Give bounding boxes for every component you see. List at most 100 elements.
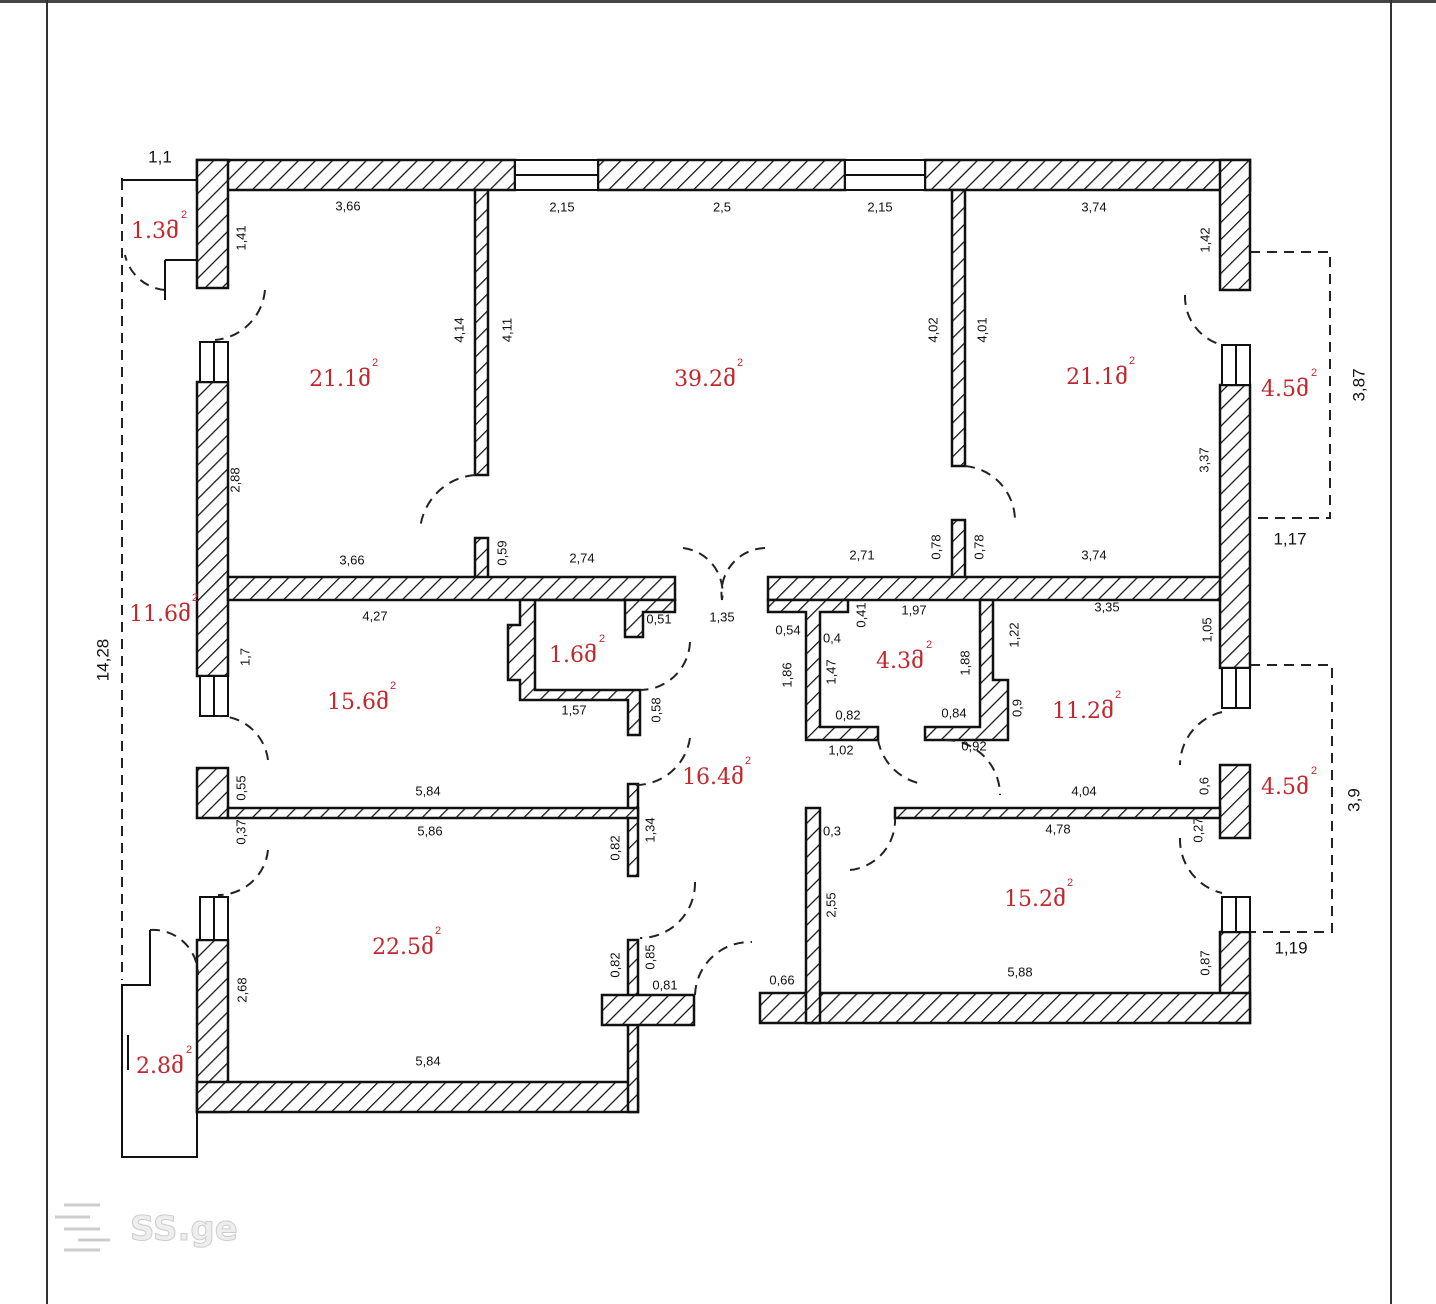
dimension-label: 5,84: [415, 783, 440, 798]
dimension-label: 0,58: [648, 697, 663, 722]
dimension-label: 2,74: [569, 550, 594, 565]
dimension-label: 2,55: [823, 892, 838, 917]
dimension-label: 3,66: [335, 198, 360, 213]
dimension-label: 2,15: [549, 199, 574, 214]
dimension-label: 4,11: [499, 318, 514, 342]
room-area-label: 16.4მ: [682, 765, 744, 790]
room-area-label: 4.5მ: [1261, 377, 1309, 402]
room-area-label: 2.8მ: [136, 1054, 184, 1079]
dimension-label: 1,41: [233, 225, 248, 250]
dimension-label: 2,71: [849, 547, 874, 562]
dimension-label: 1,35: [709, 609, 734, 624]
room-area-label: 39.2მ: [674, 367, 736, 392]
dimension-label: 0,78: [971, 534, 986, 559]
door-swings: [124, 254, 1223, 996]
dimension-label: 4,01: [974, 317, 989, 342]
room-area-label: 4.3მ: [876, 649, 924, 674]
dimension-label: 1,42: [1197, 227, 1212, 252]
dimension-label: 1,02: [828, 742, 853, 757]
room-area-label: 11.2მ: [1052, 699, 1114, 724]
area-unit-superscript: 2: [745, 755, 751, 767]
area-unit-superscript: 2: [599, 633, 605, 645]
dimension-label: 0,9: [1009, 699, 1024, 717]
area-unit-superscript: 2: [1311, 765, 1317, 777]
dimension-label: 0,59: [494, 540, 509, 565]
dimension-label: 0,78: [928, 534, 943, 559]
area-unit-superscript: 2: [1129, 355, 1135, 367]
room-area-label: 1.3მ: [131, 219, 179, 244]
dimension-label: 0,41: [853, 602, 868, 627]
dimension-label: 5,86: [417, 823, 442, 838]
dimension-label: 3,66: [339, 552, 364, 567]
dimension-label: 4,02: [925, 317, 940, 342]
dimension-label: 0,82: [835, 707, 860, 722]
room-area-label: 1.6მ: [549, 643, 597, 668]
room-area-label: 21.1მ: [1066, 365, 1128, 390]
dimension-label: 2,5: [713, 199, 731, 214]
dimension-label: 3,37: [1196, 447, 1211, 472]
room-area-label: 11.6მ: [129, 602, 191, 627]
room-area-label: 15.2მ: [1004, 887, 1066, 912]
watermark-text: SS.ge: [130, 1209, 238, 1249]
area-unit-superscript: 2: [372, 357, 378, 369]
dimension-label: 1,97: [901, 602, 926, 617]
overall-dimension-label: 3,87: [1349, 368, 1368, 401]
dimension-label: 2,15: [867, 199, 892, 214]
overall-dimension-label: 1,19: [1274, 938, 1307, 957]
dimension-label: 4,27: [362, 608, 387, 623]
area-unit-superscript: 2: [1067, 877, 1073, 889]
area-unit-superscript: 2: [737, 357, 743, 369]
area-unit-superscript: 2: [1115, 689, 1121, 701]
dimension-label: 0,82: [607, 835, 622, 860]
dimension-label: 0,92: [961, 738, 986, 753]
balcony-outlines: [121, 178, 1333, 1158]
dimension-label: 0,27: [1190, 817, 1205, 842]
dimension-label: 5,84: [415, 1053, 440, 1068]
area-unit-superscript: 2: [192, 592, 198, 604]
dimension-label: 4,14: [451, 317, 466, 342]
walls: [195, 158, 1252, 1114]
dimension-label: 0,87: [1197, 950, 1212, 975]
dimension-label: 0,84: [941, 705, 966, 720]
dimension-label: 1,05: [1199, 617, 1214, 642]
dimension-label: 0,82: [607, 952, 622, 977]
room-area-label: 22.5მ: [372, 935, 434, 960]
area-unit-superscript: 2: [435, 925, 441, 937]
area-unit-superscript: 2: [390, 680, 396, 692]
dimension-label: 1,7: [237, 648, 252, 666]
room-area-label: 4.5მ: [1261, 775, 1309, 800]
overall-dimension-label: 1,1: [148, 147, 172, 166]
overall-dimension-label: 14,28: [93, 639, 112, 682]
dimension-label: 1,88: [957, 650, 972, 675]
windows: [199, 159, 1251, 941]
dimension-label: 2,88: [227, 467, 242, 492]
dimension-label: 5,88: [1007, 964, 1032, 979]
room-area-label: 21.1მ: [309, 367, 371, 392]
dimension-label: 0,55: [233, 775, 248, 800]
area-unit-superscript: 2: [1311, 367, 1317, 379]
dimension-label: 0,51: [646, 611, 671, 626]
dimension-label: 0,81: [652, 977, 677, 992]
dimension-label: 3,35: [1094, 599, 1119, 614]
labels: 3,66 1,41 4,14 2,88 3,66 2,15 2,5 2,15 4,11 4,02 0…: [93, 147, 1368, 1079]
dimension-label: 0,6: [1196, 777, 1211, 795]
dimension-label: 1,47: [823, 659, 838, 684]
dimension-label: 0,3: [823, 823, 841, 838]
dimension-label: 0,85: [642, 944, 657, 969]
watermark-logo: SS.ge: [55, 1203, 238, 1252]
overall-dimension-label: 1,17: [1273, 529, 1306, 548]
dimension-label: 3,74: [1081, 199, 1106, 214]
dimension-label: 4,78: [1045, 821, 1070, 836]
dimension-label: 4,04: [1071, 783, 1096, 798]
overall-dimension-label: 3,9: [1344, 788, 1363, 812]
dimension-label: 1,86: [779, 662, 794, 687]
dimension-label: 1,22: [1006, 622, 1021, 647]
room-area-label: 15.6მ: [327, 690, 389, 715]
area-unit-superscript: 2: [181, 209, 187, 221]
dimension-label: 0,66: [769, 972, 794, 987]
dimension-label: 2,68: [234, 977, 249, 1002]
area-unit-superscript: 2: [186, 1044, 192, 1056]
